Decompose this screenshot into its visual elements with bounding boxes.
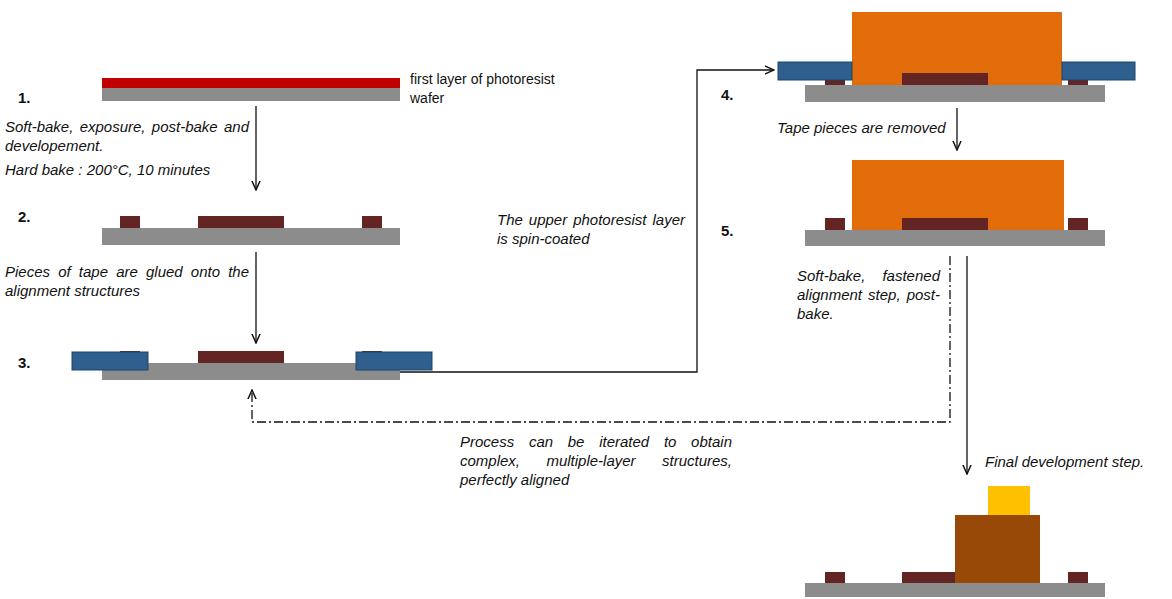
layer-label: first layer of photoresist — [410, 70, 555, 89]
step-number: 2. — [18, 207, 31, 226]
process-note: The upper photoresist layer is spin-coat… — [497, 210, 685, 248]
step-2-wafer — [102, 216, 400, 245]
process-note: Soft-bake, fastened alignment step, post… — [797, 266, 940, 323]
step-4-wafer — [778, 12, 1135, 102]
step-number: 4. — [721, 85, 734, 104]
process-note: Tape pieces are removed — [777, 118, 946, 137]
step-5-wafer — [805, 160, 1105, 246]
layer-label: wafer — [410, 89, 444, 108]
process-note: Soft-bake, exposure, post-bake and devel… — [5, 117, 249, 155]
process-arrows — [252, 70, 967, 474]
process-note: Hard bake : 200°C, 10 minutes — [5, 160, 210, 179]
final-structure — [805, 486, 1105, 597]
step-number: 1. — [18, 88, 31, 107]
step-3-wafer — [72, 351, 432, 380]
process-note: Final development step. — [985, 452, 1144, 471]
process-note: Process can be iterated to obtain comple… — [460, 432, 732, 489]
step-1-wafer — [102, 78, 400, 101]
step-number: 3. — [18, 353, 31, 372]
process-note: Pieces of tape are glued onto the alignm… — [5, 262, 249, 300]
step-number: 5. — [721, 221, 734, 240]
